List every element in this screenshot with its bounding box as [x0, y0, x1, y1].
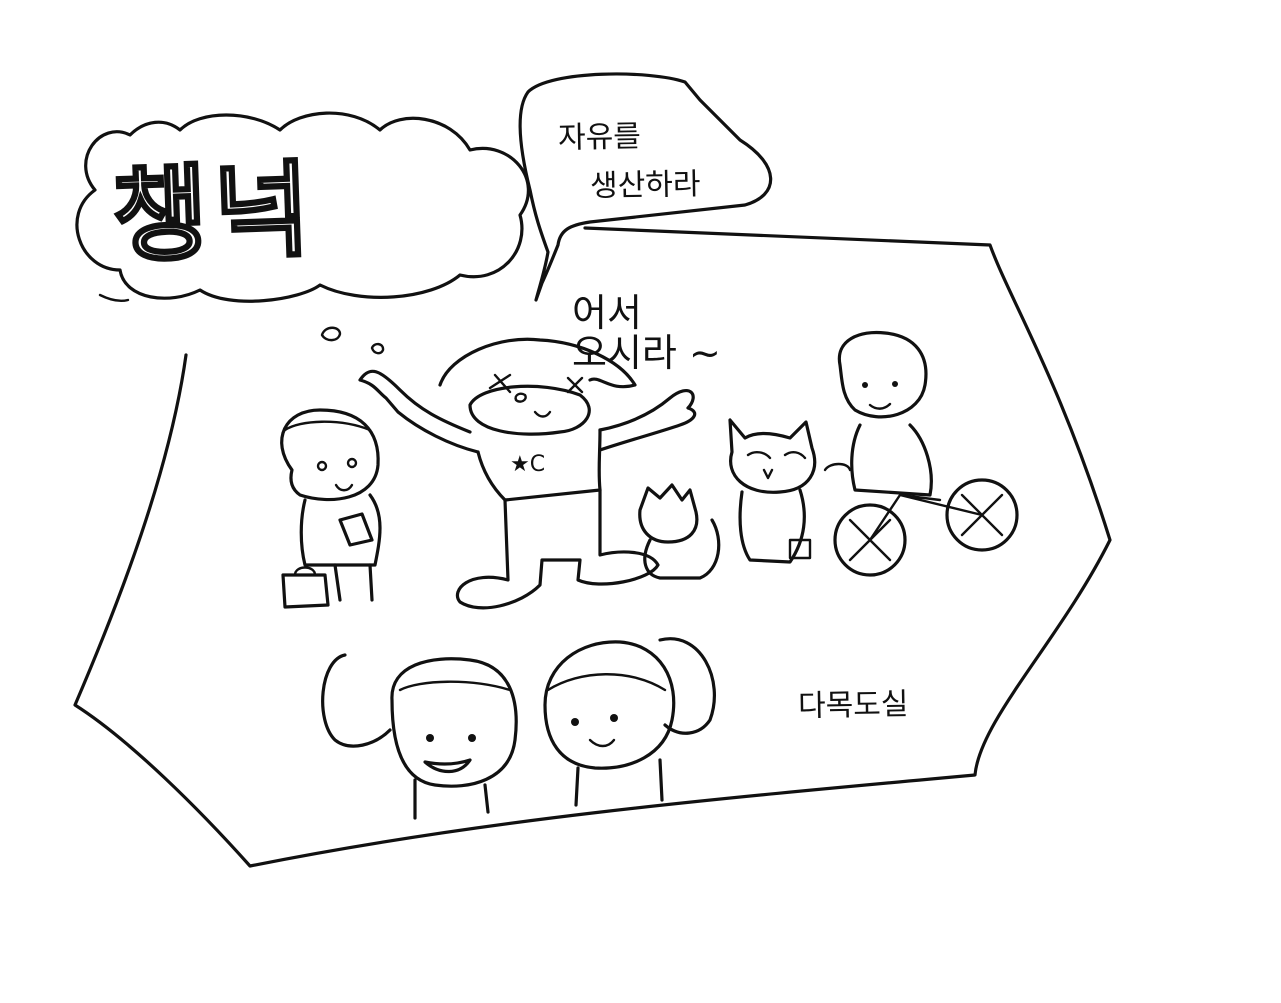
speech-line-1: 자유를 [557, 119, 642, 156]
title-word: 챙넉 [109, 147, 320, 279]
big-cat [728, 418, 817, 564]
bicycle-back-wheel [945, 478, 1019, 552]
speech-line-2: 생산하라 [589, 167, 701, 204]
thought-bubble-tiny [370, 342, 385, 355]
small-cat [638, 483, 721, 580]
greeting-line-1: 어서 [572, 291, 642, 335]
host-shirt-text: ★C [510, 452, 546, 477]
pigtail-girl-right [543, 637, 716, 807]
bicycle-front-wheel [833, 503, 907, 577]
pigtail-girl-left [321, 653, 518, 820]
room-boundary [73, 226, 1112, 868]
title-cloud-bubble [75, 111, 530, 303]
waving-host [358, 337, 697, 610]
greeting-line-2: 오시라 ~ [572, 331, 721, 375]
girl-on-bicycle [823, 330, 1019, 577]
child-with-bag [280, 408, 382, 609]
speech-bubble [518, 72, 773, 302]
thought-bubble-small [320, 326, 342, 342]
room-label: 다목도실 [797, 687, 909, 724]
